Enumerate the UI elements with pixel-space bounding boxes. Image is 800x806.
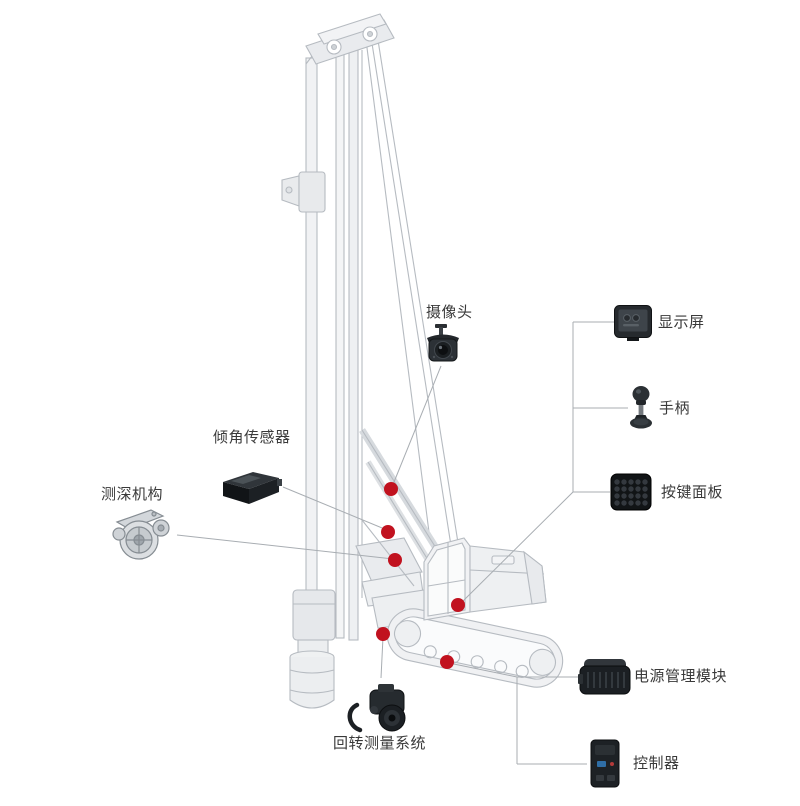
label-rotary-system: 回转测量系统 bbox=[333, 735, 427, 752]
leader-lines bbox=[176, 321, 628, 765]
cables bbox=[365, 33, 460, 553]
label-depth-device: 测深机构 bbox=[101, 486, 164, 503]
joystick-icon bbox=[628, 385, 654, 436]
label-display: 显示屏 bbox=[658, 314, 705, 331]
rotary-sensor-icon bbox=[344, 680, 416, 741]
controller-box-icon bbox=[587, 739, 623, 794]
label-controller: 控制器 bbox=[633, 755, 680, 772]
camera-icon bbox=[423, 324, 463, 371]
upper-body bbox=[469, 545, 547, 613]
rotary-drive-and-bucket bbox=[289, 589, 336, 709]
pulley-assembly-icon bbox=[107, 502, 175, 571]
label-camera: 摄像头 bbox=[426, 304, 473, 321]
keypad-icon bbox=[610, 472, 652, 517]
power-module-icon bbox=[578, 655, 632, 704]
label-tilt-sensor: 倾角传感器 bbox=[213, 429, 291, 446]
mast-head bbox=[305, 13, 395, 65]
red-dot-marker bbox=[381, 525, 395, 539]
mount-point-markers bbox=[376, 482, 465, 669]
red-dot-marker bbox=[376, 627, 390, 641]
label-joystick: 手柄 bbox=[659, 400, 691, 417]
leader-depth-device bbox=[176, 534, 394, 560]
sensor-box-icon bbox=[219, 466, 283, 513]
red-dot-marker bbox=[388, 553, 402, 567]
label-keypad: 按键面板 bbox=[661, 484, 724, 501]
label-power-module: 电源管理模块 bbox=[634, 668, 728, 685]
red-dot-marker bbox=[384, 482, 398, 496]
leader-rotary-system bbox=[380, 636, 384, 679]
luffing-cylinders bbox=[359, 428, 439, 562]
red-dot-marker bbox=[440, 655, 454, 669]
leader-tilt-sensor bbox=[282, 486, 388, 531]
leader-right-group bbox=[459, 321, 628, 605]
monitor-icon bbox=[614, 305, 654, 346]
leader-bottom-group bbox=[448, 662, 587, 765]
red-dot-marker bbox=[451, 598, 465, 612]
leader-camera bbox=[391, 365, 442, 488]
crawler-tracks bbox=[386, 608, 564, 688]
kelly-bar bbox=[281, 57, 326, 619]
